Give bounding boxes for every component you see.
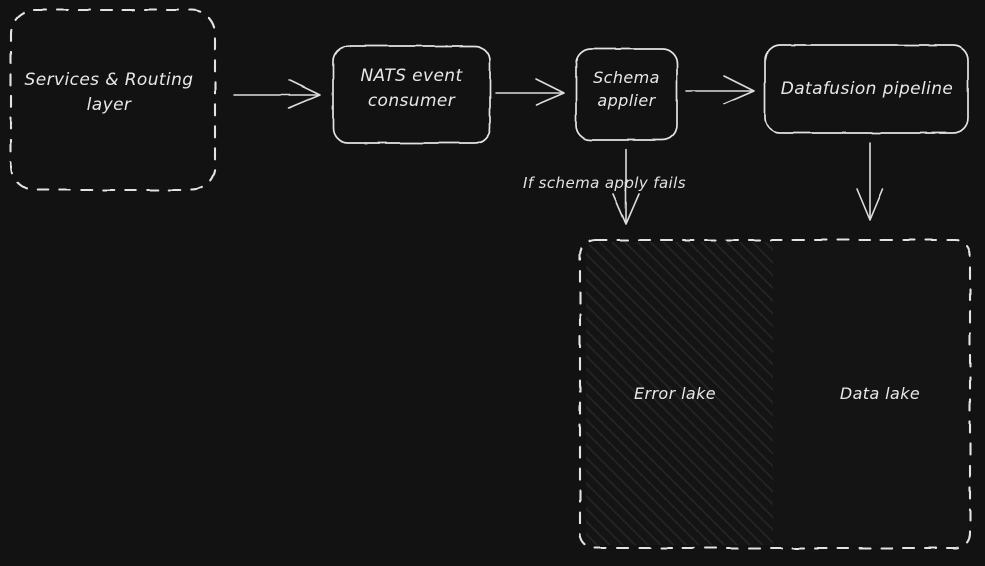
schema-applier-border <box>575 48 678 141</box>
node-services-routing-layer[interactable] <box>9 8 217 192</box>
arrow-head <box>535 78 565 106</box>
node-nats-event-consumer[interactable] <box>332 45 491 144</box>
services-routing-layer-border <box>9 8 217 192</box>
error-lake-hatch-fill <box>586 242 773 545</box>
arrow-head <box>612 193 640 225</box>
node-datafusion-pipeline[interactable] <box>764 44 969 134</box>
arrow-schema-to-error-lake <box>612 149 640 225</box>
arrow-services-to-nats <box>233 79 321 109</box>
edge-label-schema-apply-fails: If schema apply fails <box>523 174 686 192</box>
arrow-head <box>288 79 321 109</box>
arrow-nats-to-schema <box>495 78 565 106</box>
node-lakes-container[interactable] <box>578 238 972 550</box>
data-lake-fill <box>773 242 968 545</box>
arrow-head <box>856 188 884 221</box>
datafusion-pipeline-border <box>764 44 969 134</box>
nats-event-consumer-border <box>332 45 491 144</box>
node-schema-applier[interactable] <box>575 48 678 141</box>
lake-container-fills <box>586 242 968 545</box>
arrow-head <box>723 75 755 105</box>
lakes-container-border <box>578 238 972 550</box>
lake-corner-patch <box>586 242 599 255</box>
arrow-schema-to-datafusion <box>685 75 755 105</box>
arrow-datafusion-to-data-lake <box>856 142 884 221</box>
